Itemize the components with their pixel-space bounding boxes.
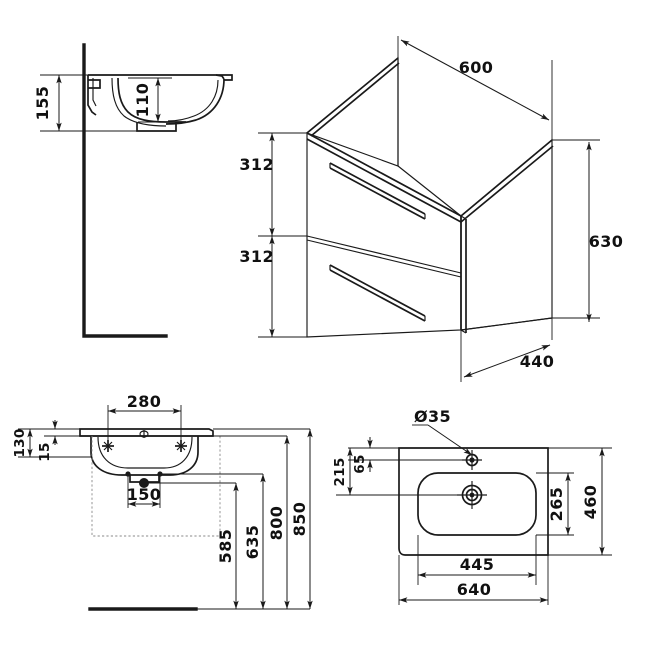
- dim-text-635: 635: [243, 525, 262, 560]
- cabinet-corner-post-top: [460, 215, 467, 220]
- dim-text-15: 15: [37, 442, 53, 461]
- view-basin-plan: Ø35 65 215 265 460 445 640: [332, 407, 612, 605]
- dim-text-630: 630: [589, 232, 624, 251]
- cabinet-top-right-edge-2: [460, 145, 554, 223]
- drawer-handle-lower-2: [329, 269, 426, 322]
- cabinet-top-right-edge: [460, 139, 553, 217]
- waste-hole-plan: [457, 481, 487, 509]
- drawer-handle-upper-2: [329, 167, 426, 220]
- view-basin-front-elevation: 280 130 15 150 585 635 800: [12, 392, 313, 611]
- basin-bowl-inner-contour: [97, 436, 193, 469]
- leader-line-dia35: [427, 424, 473, 456]
- dim-text-280: 280: [127, 392, 162, 411]
- dim-text-312-lower: 312: [239, 247, 274, 266]
- cabinet-top-rim-left: [306, 57, 399, 134]
- basin-bowl-underside: [165, 78, 225, 125]
- basin-back-wall-detail: [87, 75, 97, 116]
- dim-text-155: 155: [33, 86, 52, 121]
- basin-bowl-inner-wall-2: [111, 77, 167, 127]
- dim-text-585: 585: [216, 529, 235, 564]
- basin-bowl-plan: [417, 472, 537, 536]
- dim-text-440: 440: [520, 352, 555, 371]
- basin-waste-block: [136, 122, 177, 132]
- cabinet-drawer-split-line: [306, 235, 462, 274]
- dim-text-110: 110: [133, 83, 152, 118]
- view-basin-side-section: 155 110: [33, 43, 233, 338]
- cabinet-body: [305, 56, 554, 338]
- dim-line-440: [463, 344, 551, 378]
- dim-text-312-upper: 312: [239, 155, 274, 174]
- dim-text-265: 265: [547, 487, 566, 522]
- cabinet-top-front-edge-2: [306, 132, 462, 217]
- cabinet-corner-post-bottom: [460, 329, 467, 334]
- wall-floor-profile: [82, 43, 168, 338]
- cabinet-drawer-split-line-2: [306, 239, 462, 278]
- basin-bowl-inner-wall: [117, 77, 186, 123]
- dim-text-dia35: Ø35: [414, 407, 451, 426]
- drawer-handle-upper: [329, 162, 426, 215]
- tap-hole-mark-ellipse: [139, 430, 149, 438]
- dim-text-600: 600: [459, 58, 494, 77]
- cabinet-bottom-right-edge: [460, 317, 553, 331]
- cabinet-top-front-edge: [306, 138, 462, 223]
- dim-text-150: 150: [127, 485, 162, 504]
- basin-rim-slab: [79, 428, 214, 437]
- dim-text-460: 460: [581, 485, 600, 520]
- drawer-handle-lower: [329, 264, 426, 317]
- dim-line-600: [400, 39, 550, 121]
- basin-bowl-outline: [90, 436, 199, 476]
- cabinet-side-face: [460, 138, 553, 331]
- cabinet-back-to-front-edge: [397, 165, 462, 217]
- cabinet-hidden-outline: [91, 436, 221, 537]
- dim-text-800: 800: [267, 506, 286, 541]
- dim-text-850: 850: [290, 502, 309, 537]
- dim-text-130: 130: [12, 428, 28, 457]
- cabinet-top-rim-left-2: [310, 62, 400, 137]
- dim-text-445: 445: [460, 555, 495, 574]
- basin-bowl-underside-2: [167, 79, 219, 122]
- basin-front-rim-nib: [216, 74, 233, 81]
- dim-text-215: 215: [332, 457, 348, 486]
- basin-section-body: [87, 74, 233, 132]
- basin-plan-outline: [398, 447, 549, 556]
- dim-text-65: 65: [352, 454, 368, 473]
- view-cabinet-isometric: 600 312 312 630 440: [239, 36, 623, 382]
- basin-wall-bracket: [88, 79, 101, 89]
- basin-back-inner-line: [92, 78, 97, 107]
- dim-text-640: 640: [457, 580, 492, 599]
